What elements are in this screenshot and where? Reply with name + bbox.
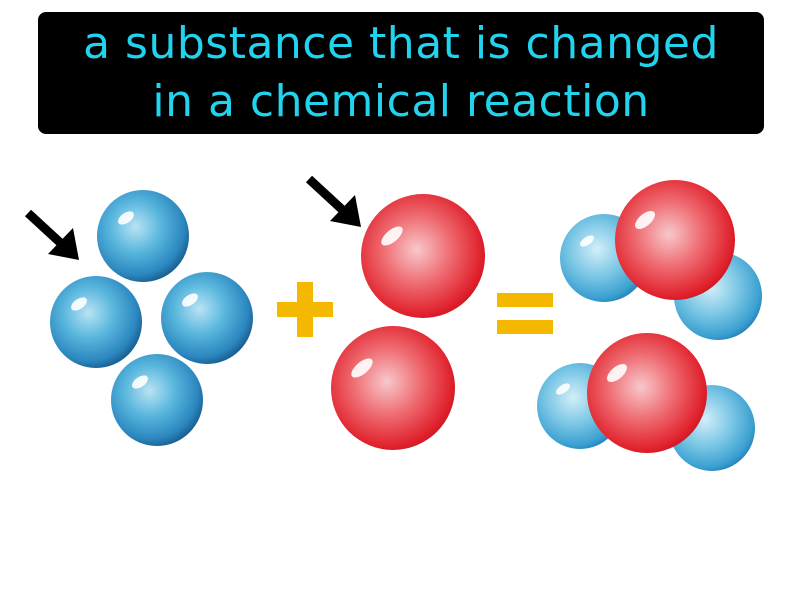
product-molecule <box>537 333 755 471</box>
red-atom <box>587 333 707 453</box>
equals-sign-icon <box>497 293 553 334</box>
arrow-icon <box>305 175 361 227</box>
blue-atom <box>50 276 142 368</box>
product-molecule <box>560 180 762 340</box>
blue-atom-group <box>50 190 253 446</box>
definition-line-1: a substance that is changed <box>83 18 719 69</box>
blue-atom <box>161 272 253 364</box>
blue-atom <box>97 190 189 282</box>
plus-sign-icon <box>277 282 333 337</box>
red-atom-group <box>331 194 485 450</box>
red-atom <box>361 194 485 318</box>
blue-atom <box>111 354 203 446</box>
definition-line-2: in a chemical reaction <box>152 76 650 127</box>
definition-banner: a substance that is changed in a chemica… <box>38 12 764 134</box>
arrow-icon <box>24 209 79 260</box>
red-atom <box>331 326 455 450</box>
red-atom <box>615 180 735 300</box>
